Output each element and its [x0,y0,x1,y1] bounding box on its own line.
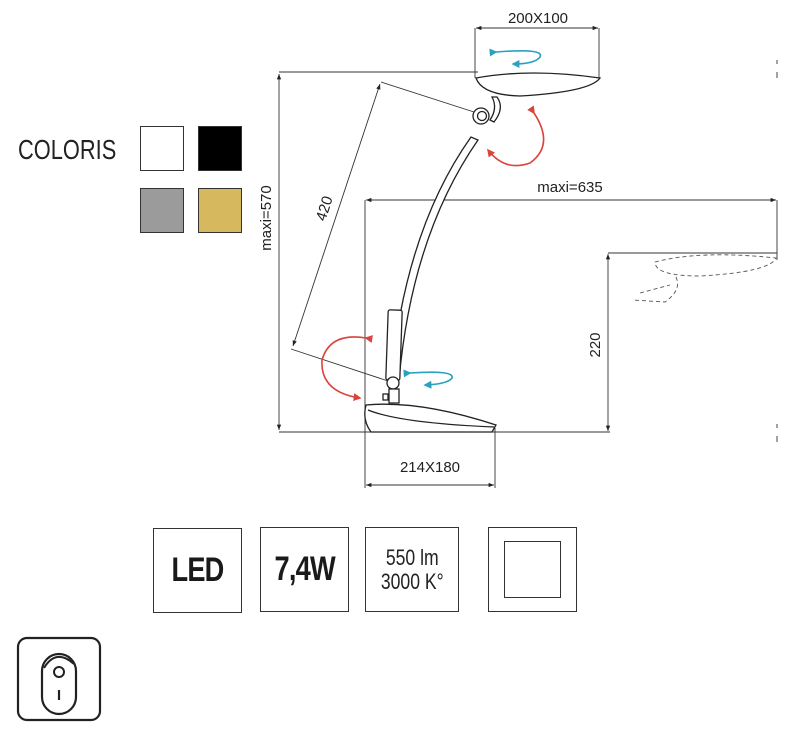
head-dimension-label: 200X100 [508,10,568,27]
extended-head-outline [631,254,777,303]
max-height-label: maxi=570 [258,185,275,250]
lamp-outline [364,72,602,433]
swatch-black [198,126,242,171]
power-label: 7,4W [274,550,335,588]
led-spec-box: LED [153,528,242,613]
swatch-white [140,126,184,171]
swatch-grey [140,188,184,233]
arm-length-label: 420 [313,194,337,223]
head-tilt-arrow [487,105,545,167]
head-swivel-arrow [489,48,542,68]
coloris-label: COLORIS [18,134,117,165]
base-tilt-arrow [321,335,373,402]
reach-height-label: 220 [587,332,604,357]
light-spec-box: 550 lm 3000 K° [365,527,459,612]
switch-icon [16,636,102,722]
lumens-label: 550 lm [385,544,439,570]
led-label: LED [171,551,225,589]
power-spec-box: 7,4W [260,527,349,612]
base-dimension-label: 214X180 [400,459,460,476]
swatch-gold [198,188,242,233]
max-reach-label: maxi=635 [537,179,602,196]
class-ii-insulation-icon [488,527,577,612]
base-swivel-arrow [403,369,453,389]
color-temp-label: 3000 K° [380,568,444,594]
